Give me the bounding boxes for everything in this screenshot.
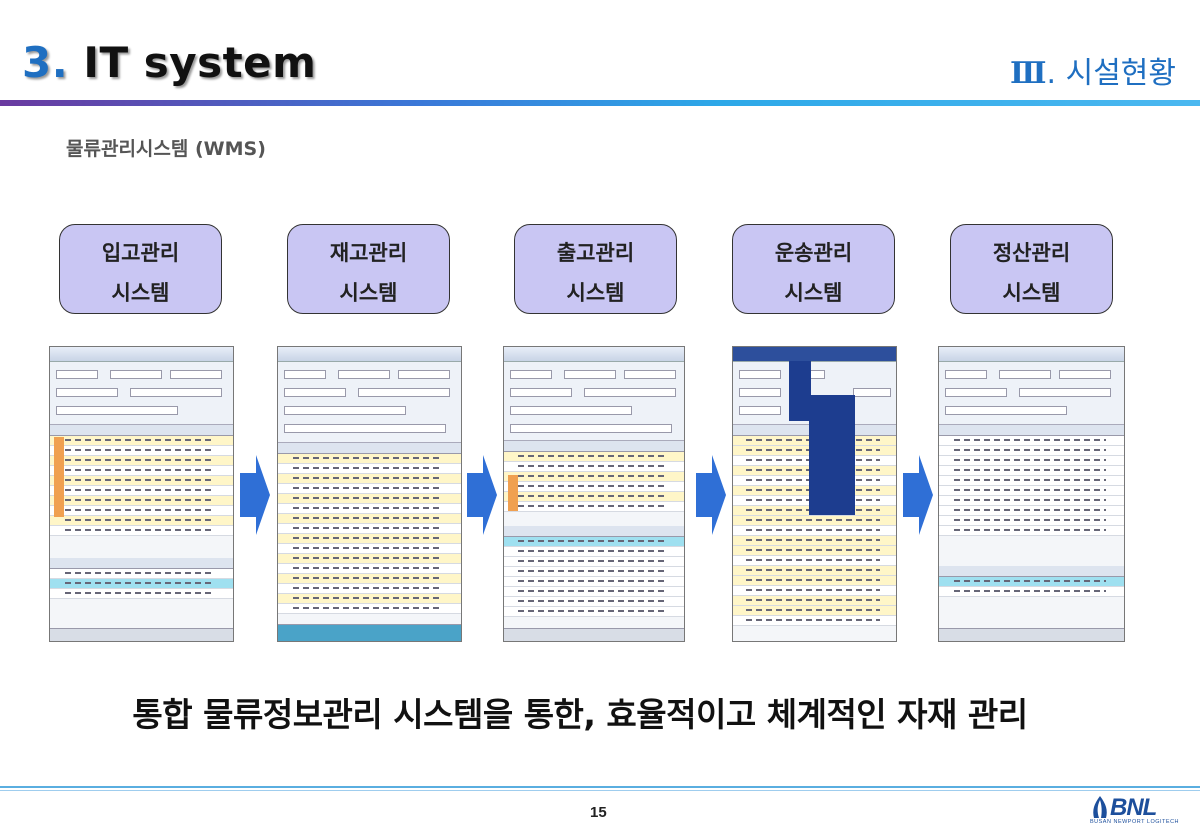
title-number: 3. xyxy=(22,38,69,87)
screenshot-settlement xyxy=(938,346,1125,642)
header-divider xyxy=(0,100,1200,106)
screenshot-inventory xyxy=(277,346,462,642)
system-box-line1: 재고관리 xyxy=(329,241,408,265)
screenshot-inbound xyxy=(49,346,234,642)
slogan: 통합 물류정보관리 시스템을 통한, 효율적이고 체계적인 자재 관리 xyxy=(132,695,1028,734)
subtitle: 물류관리시스템 (WMS) xyxy=(66,138,266,160)
title-text: IT system xyxy=(83,38,317,87)
screenshot-outbound xyxy=(503,346,685,642)
system-box-line1: 정산관리 xyxy=(992,241,1071,265)
footer-divider xyxy=(0,786,1200,788)
page-number: 15 xyxy=(590,804,607,821)
logo-text: BNL xyxy=(1110,794,1157,821)
system-box-outbound: 출고관리 시스템 xyxy=(514,224,677,314)
system-box-settlement: 정산관리 시스템 xyxy=(950,224,1113,314)
system-box-line1: 운송관리 xyxy=(774,241,853,265)
system-box-inventory: 재고관리 시스템 xyxy=(287,224,450,314)
system-box-line1: 출고관리 xyxy=(556,241,635,265)
section-label: Ⅲ. 시설현황 xyxy=(1010,48,1176,92)
system-box-line2: 시스템 xyxy=(1002,281,1061,305)
section-text: . 시설현황 xyxy=(1046,56,1176,91)
screenshot-transport xyxy=(732,346,897,642)
system-box-transport: 운송관리 시스템 xyxy=(732,224,895,314)
company-logo: BNL BUSAN NEWPORT LOGITECH xyxy=(1090,794,1182,826)
system-box-line2: 시스템 xyxy=(339,281,398,305)
system-box-line2: 시스템 xyxy=(784,281,843,305)
system-box-line2: 시스템 xyxy=(111,281,170,305)
logo-mark-icon xyxy=(1093,796,1107,818)
system-box-line2: 시스템 xyxy=(566,281,625,305)
system-box-line1: 입고관리 xyxy=(101,241,180,265)
footer-divider-thin xyxy=(0,790,1200,791)
system-box-inbound: 입고관리 시스템 xyxy=(59,224,222,314)
section-roman: Ⅲ xyxy=(1009,56,1047,91)
logo-subtext: BUSAN NEWPORT LOGITECH xyxy=(1090,819,1180,825)
page-title: 3. IT system xyxy=(22,38,316,87)
